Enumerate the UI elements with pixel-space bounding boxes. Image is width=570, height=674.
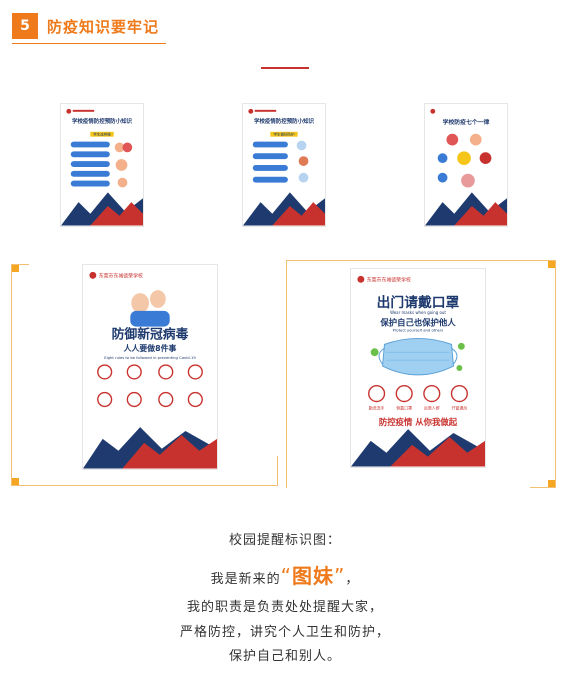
poster-5-icon-1: 勤洗洗手 <box>369 405 385 410</box>
caption-line-4: 严格防控，讲究个人卫生和防护， <box>179 625 390 640</box>
poster-5-icon-3: 远离人群 <box>424 405 440 410</box>
frame-line <box>11 264 12 486</box>
poster-student-tips[interactable]: 学校疫情防控预防小知识 学生这样做 <box>60 103 144 227</box>
poster-protection-tips[interactable]: 学校疫情防控预防小知识 学生做好防护 <box>242 103 326 227</box>
poster-defend-covid[interactable]: 东莞市东城德荣学校 防御新冠病毒 人人要做8件事 Eight rules to … <box>82 264 218 470</box>
frame-line <box>555 260 556 488</box>
caption-quote-close: ” <box>334 564 346 588</box>
poster-2-sub: 学生做好防护 <box>274 132 295 137</box>
frame-line <box>277 456 278 486</box>
poster-3-title: 学校防疫七个一律 <box>443 118 490 126</box>
caption-highlight-name: 图妹 <box>292 564 334 588</box>
poster-5-english1: Wear masks when going out <box>390 310 446 315</box>
frame-line <box>286 260 287 488</box>
poster-5-school: 东莞市东城德荣学校 <box>367 276 411 283</box>
frame-corner <box>11 478 19 486</box>
frame-line <box>286 260 556 261</box>
poster-student-tips-art: 学校疫情防控预防小知识 学生这样做 <box>61 108 143 226</box>
caption-quote-open: “ <box>280 564 292 588</box>
red-divider <box>261 67 309 69</box>
poster-protection-tips-art: 学校疫情防控预防小知识 学生做好防护 <box>243 108 325 226</box>
frame-corner <box>11 264 19 272</box>
caption-line-2-pre: 我是新来的 <box>210 572 281 587</box>
poster-5-slogan: 防控疫情 从你我做起 <box>379 417 458 427</box>
section-number-badge: 5 <box>12 13 38 39</box>
poster-frame-right <box>286 260 556 488</box>
section-header: 5 防疫知识要牢记 <box>12 12 159 40</box>
section-title: 防疫知识要牢记 <box>47 17 160 36</box>
title-underline <box>12 43 166 44</box>
caption-line-5: 保护自己和别人。 <box>228 649 341 664</box>
frame-line <box>530 487 556 488</box>
caption-line-2-post: ， <box>345 572 360 587</box>
poster-wear-mask[interactable]: 东莞市东城德荣学校 出门请戴口罩 Wear masks when going o… <box>350 268 486 468</box>
caption-line-3: 我的职责是负责处处提醒大家， <box>186 600 383 615</box>
poster-5-english2: Protect yourself and others <box>393 329 444 333</box>
poster-4-school: 东莞市东城德荣学校 <box>99 272 143 279</box>
poster-5-icon-2: 佩戴口罩 <box>396 405 412 410</box>
poster-seven-rules[interactable]: 学校防疫七个一律 <box>424 103 508 227</box>
poster-frame-left <box>11 264 278 486</box>
caption-line-1: 校园提醒标识图： <box>228 533 341 548</box>
poster-4-english: Eight rules to be followed in preventing… <box>104 356 196 360</box>
poster-5-title: 出门请戴口罩 <box>377 294 460 311</box>
poster-wear-mask-art: 东莞市东城德荣学校 出门请戴口罩 Wear masks when going o… <box>351 275 485 467</box>
frame-corner <box>548 260 556 268</box>
frame-corner <box>548 480 556 488</box>
frame-line <box>11 264 29 265</box>
caption-line-2: 我是新来的“图妹”， <box>0 560 570 589</box>
poster-1-title: 学校疫情防控预防小知识 <box>72 117 133 125</box>
poster-4-title: 防御新冠病毒 <box>112 326 189 342</box>
poster-4-subtitle: 人人要做8件事 <box>124 343 177 353</box>
poster-1-sub: 学生这样做 <box>93 132 111 137</box>
poster-5-subtitle: 保护自己也保护他人 <box>379 318 456 328</box>
poster-seven-rules-art: 学校防疫七个一律 <box>425 108 507 226</box>
poster-defend-covid-art: 东莞市东城德荣学校 防御新冠病毒 人人要做8件事 Eight rules to … <box>83 271 217 469</box>
poster-5-icon-4: 开窗通风 <box>452 405 468 410</box>
poster-2-title: 学校疫情防控预防小知识 <box>254 117 315 125</box>
frame-line <box>11 485 278 486</box>
